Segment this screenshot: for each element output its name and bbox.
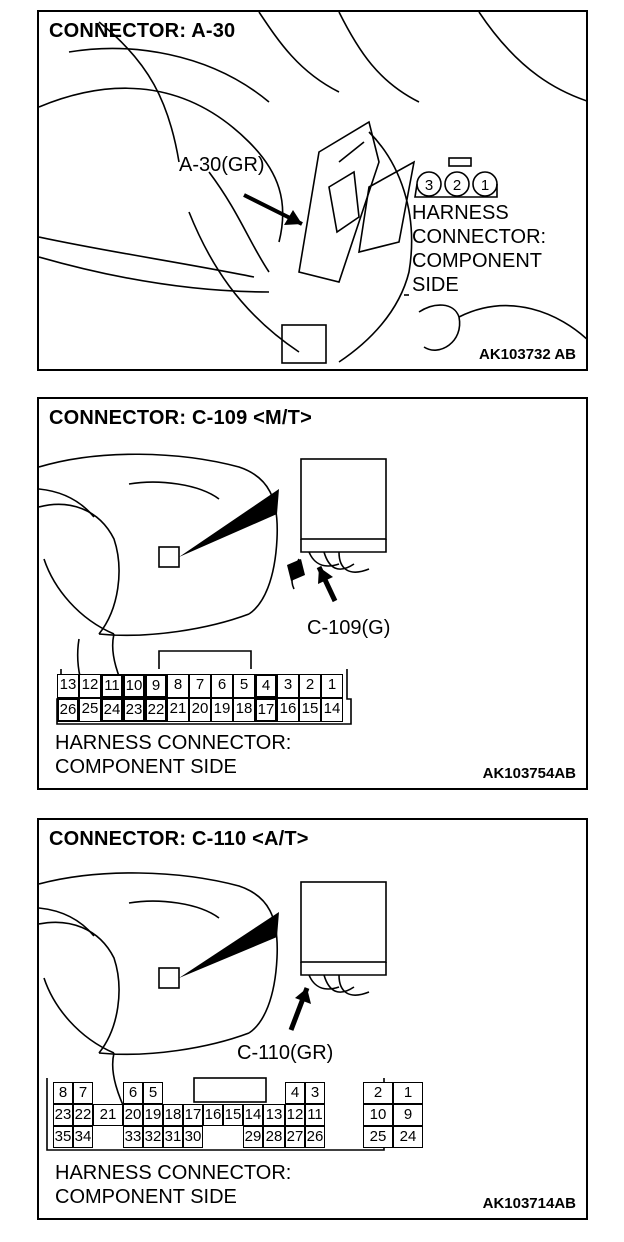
panel-title: CONNECTOR: C-109 <M/T> [49,407,312,429]
c110-pin: 31 [163,1126,183,1148]
c110-pin: 28 [263,1126,285,1148]
c110-pin: 26 [305,1126,325,1148]
c110-pin: 7 [73,1082,93,1104]
figure-code: AK103714AB [482,1195,576,1212]
harness-label-line2: COMPONENT SIDE [55,756,237,778]
c109-pin: 2 [299,674,321,698]
c110-pin-grid: 8 7 6 5 4 3 2 1 23 22 21 20 19 18 17 16 … [53,1082,433,1154]
c109-pin-grid: 13 12 11 10 9 8 7 6 5 4 3 2 1 26 25 24 2… [57,674,353,724]
c110-pin: 3 [305,1082,325,1104]
c109-pin: 16 [277,698,299,722]
c110-pin: 20 [123,1104,143,1126]
c110-pin: 1 [393,1082,423,1104]
c110-pin: 17 [183,1104,203,1126]
c110-pin: 29 [243,1126,263,1148]
c110-pin: 23 [53,1104,73,1126]
connector-c109-panel: CONNECTOR: C-109 <M/T> C-109(G) 13 12 11… [37,397,588,790]
c109-pin: 19 [211,698,233,722]
c109-pin: 10 [123,674,145,698]
harness-label-line1: HARNESS CONNECTOR: [55,732,292,754]
c109-pin: 7 [189,674,211,698]
c110-pin: 32 [143,1126,163,1148]
a30-pin-2: 2 [453,177,461,194]
c109-pin: 4 [255,674,277,698]
c110-pin: 15 [223,1104,243,1126]
connector-a30-panel: 3 2 1 CONNECTOR: A-30 A-30(GR) HARNESS C… [37,10,588,371]
c109-pin: 22 [145,698,167,722]
c110-pin: 35 [53,1126,73,1148]
c110-pin: 33 [123,1126,143,1148]
c109-pin: 3 [277,674,299,698]
c109-pin: 6 [211,674,233,698]
a30-callout-label: A-30(GR) [179,154,265,176]
connector-c110-panel: CONNECTOR: C-110 <A/T> C-110(GR) 8 7 6 5… [37,818,588,1220]
c110-pin: 16 [203,1104,223,1126]
panel-title: CONNECTOR: A-30 [49,20,236,42]
c109-pin: 20 [189,698,211,722]
c109-pin: 18 [233,698,255,722]
c109-pin: 21 [167,698,189,722]
c110-pin: 19 [143,1104,163,1126]
c110-pin: 14 [243,1104,263,1126]
c109-pin: 12 [79,674,101,698]
c110-pin: 22 [73,1104,93,1126]
harness-label-line3: COMPONENT [412,250,542,272]
c109-pin: 1 [321,674,343,698]
panel-title: CONNECTOR: C-110 <A/T> [49,828,309,850]
c109-pin: 11 [101,674,123,698]
c110-pin: 9 [393,1104,423,1126]
a30-location-illustration: 3 2 1 [39,12,586,364]
c110-pin: 30 [183,1126,203,1148]
c110-pin: 10 [363,1104,393,1126]
c109-pin: 15 [299,698,321,722]
c110-pin: 24 [393,1126,423,1148]
c109-pin: 26 [57,698,79,722]
figure-code: AK103754AB [482,765,576,782]
c110-pin: 34 [73,1126,93,1148]
c109-pin: 8 [167,674,189,698]
c110-pin: 13 [263,1104,285,1126]
harness-label-line1: HARNESS [412,202,509,224]
c109-pin: 17 [255,698,277,722]
c110-pin: 12 [285,1104,305,1126]
a30-pin-3: 3 [425,177,433,194]
c110-pin: 5 [143,1082,163,1104]
c110-pin: 27 [285,1126,305,1148]
c109-pin: 24 [101,698,123,722]
harness-label-line1: HARNESS CONNECTOR: [55,1162,292,1184]
c110-pin: 11 [305,1104,325,1126]
c110-pin: 18 [163,1104,183,1126]
a30-pin-1: 1 [481,177,489,194]
harness-label-line4: SIDE [412,274,459,296]
c110-location-illustration [39,872,387,1151]
c109-pin: 9 [145,674,167,698]
figure-code: AK103732 AB [479,346,576,363]
c109-pin: 23 [123,698,145,722]
c109-pin: 25 [79,698,101,722]
harness-label-line2: CONNECTOR: [412,226,547,248]
c109-pin: 14 [321,698,343,722]
harness-label-line2: COMPONENT SIDE [55,1186,237,1208]
c109-pin: 5 [233,674,255,698]
c110-pin: 8 [53,1082,73,1104]
c110-pin: 25 [363,1126,393,1148]
c110-pin: 2 [363,1082,393,1104]
c109-pin: 13 [57,674,79,698]
c110-pin: 21 [93,1104,123,1126]
c109-callout-label: C-109(G) [307,617,391,639]
c109-location-illustration [39,453,387,725]
c110-pin: 6 [123,1082,143,1104]
c110-callout-label: C-110(GR) [237,1042,334,1064]
c110-pin: 4 [285,1082,305,1104]
